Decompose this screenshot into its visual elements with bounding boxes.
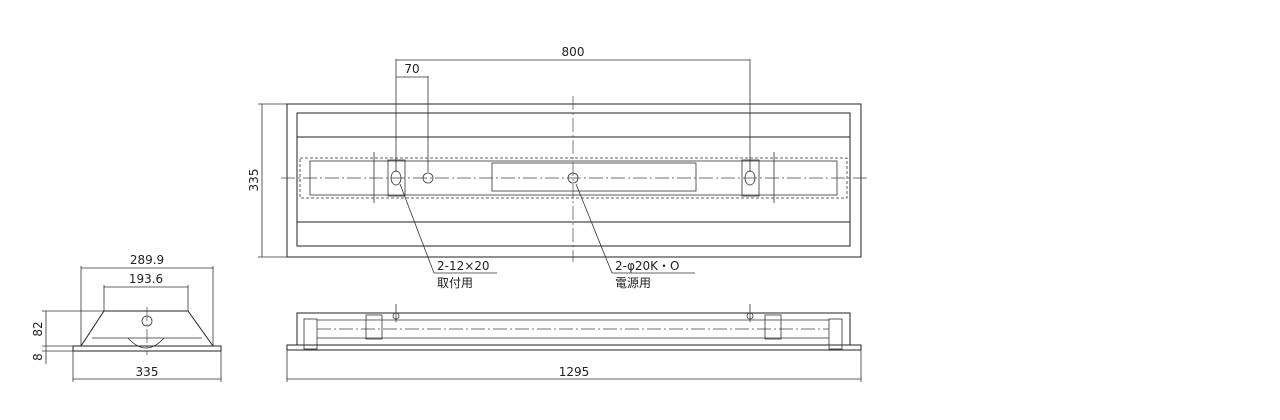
dimension-82-label: 82 <box>31 321 45 336</box>
side-view <box>72 307 222 355</box>
plan-inner-frame <box>296 112 851 247</box>
front-bolt-left-head <box>392 312 400 320</box>
dimension-800-label: 800 <box>562 45 585 59</box>
mount-hole-spec: 2-12×20 <box>437 259 490 273</box>
power-hole-callout: 2-φ20K・O 電源用 <box>575 183 695 290</box>
dimension-335-side: 335 <box>72 351 222 382</box>
dimension-193-6: 193.6 <box>103 272 189 311</box>
dimension-335-vertical: 335 <box>247 103 287 258</box>
dimension-70: 70 <box>396 62 429 172</box>
front-bracket-right <box>764 314 782 340</box>
side-lamp-curve <box>127 337 165 349</box>
plan-outer-frame <box>286 103 862 258</box>
dimension-193-6-label: 193.6 <box>129 272 163 286</box>
front-body-outline <box>296 312 851 346</box>
dimension-335-side-label: 335 <box>136 365 159 379</box>
front-end-socket-left <box>303 318 318 350</box>
plan-chassis-outline <box>299 157 848 199</box>
front-base-flange <box>286 344 862 351</box>
dimension-1295: 1295 <box>286 350 862 382</box>
power-hole-spec: 2-φ20K・O <box>615 259 679 273</box>
front-bracket-left <box>365 314 383 340</box>
power-hole-label: 電源用 <box>615 276 651 290</box>
dimension-70-label: 70 <box>404 62 419 76</box>
front-end-socket-right <box>828 318 843 350</box>
plan-view <box>281 96 867 262</box>
front-view <box>286 304 862 351</box>
front-bolt-right-head <box>746 312 754 320</box>
dimension-289-9: 289.9 <box>80 253 214 346</box>
dimension-side-height: 82 8 <box>31 310 104 364</box>
mount-hole-callout: 2-12×20 取付用 <box>399 183 497 290</box>
mount-slot-right <box>741 159 760 197</box>
dimension-8-label: 8 <box>31 353 45 361</box>
mount-hole-label: 取付用 <box>437 276 473 290</box>
plan-ballast-box <box>491 162 697 192</box>
dimension-335-vertical-label: 335 <box>247 169 261 192</box>
dimension-289-9-label: 289.9 <box>130 253 164 267</box>
dimension-800: 800 <box>395 45 751 172</box>
dimension-1295-label: 1295 <box>559 365 590 379</box>
